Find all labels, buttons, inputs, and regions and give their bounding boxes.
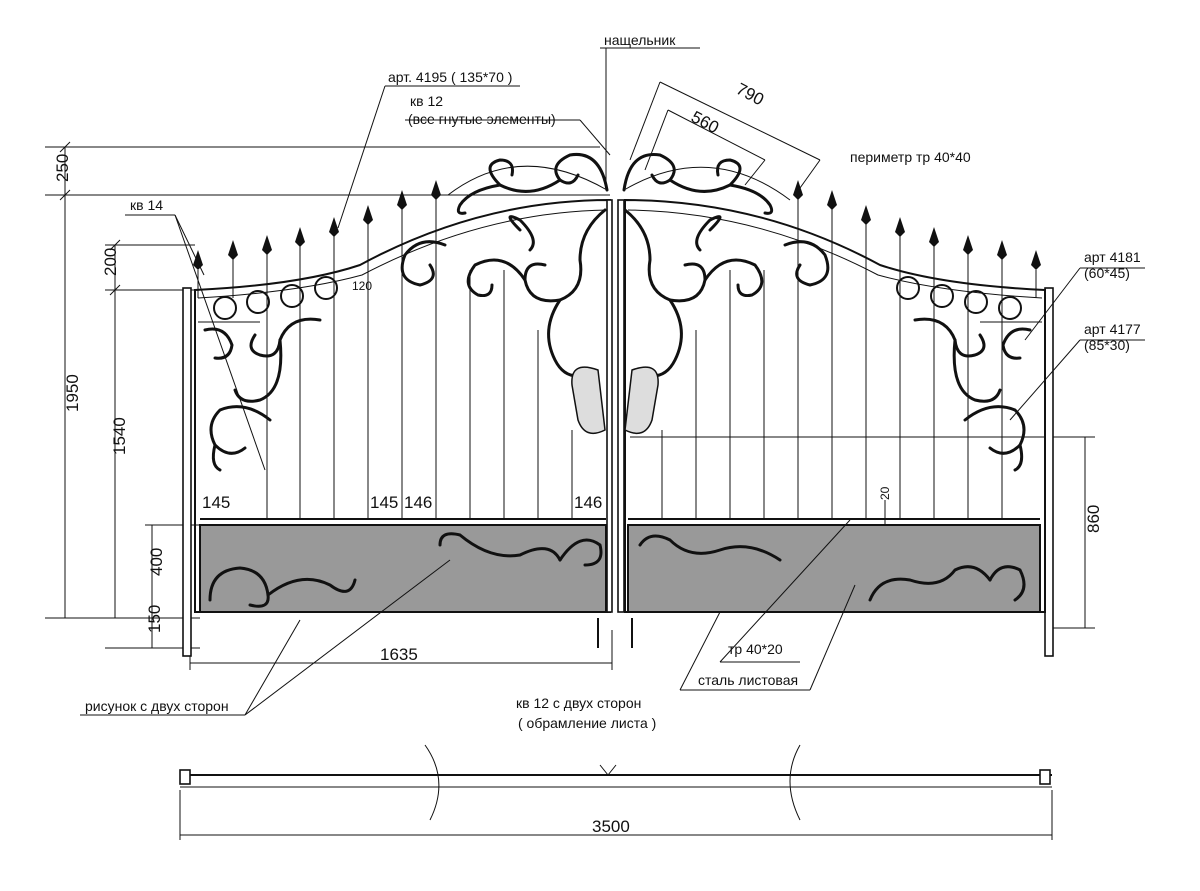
- label-tr4020: тр 40*20: [728, 641, 783, 657]
- dim-145a: 145: [202, 493, 230, 512]
- label-kv14: кв 14: [130, 197, 163, 213]
- dim-560: 560: [688, 107, 722, 137]
- dim-1950: 1950: [63, 374, 82, 412]
- dim-150: 150: [145, 605, 164, 633]
- dim-790: 790: [733, 79, 767, 109]
- dim-146b: 146: [574, 493, 602, 512]
- dim-860: 860: [1084, 505, 1103, 533]
- label-art4177-2: (85*30): [1084, 337, 1130, 353]
- plan-view: [179, 744, 1053, 840]
- dimension-lines: [45, 81, 1095, 670]
- rings: [213, 276, 1022, 320]
- dimension-texts: 790 560 250 200 120 1950 1540 145 145 14…: [53, 79, 1103, 836]
- label-perimeter: периметр тр 40*40: [850, 149, 971, 165]
- label-kv12-1: кв 12: [410, 93, 443, 109]
- dim-400: 400: [147, 548, 166, 576]
- dim-250: 250: [53, 154, 72, 182]
- label-group: нащельник арт. 4195 ( 135*70 ) кв 12 (вс…: [85, 32, 1141, 731]
- label-art4181-1: арт 4181: [1084, 249, 1141, 265]
- sheet-panels: [199, 518, 1041, 613]
- label-art4177-1: арт 4177: [1084, 321, 1141, 337]
- spear-tips: [193, 180, 1041, 270]
- leader-lines: [80, 47, 1145, 716]
- dim-1540: 1540: [110, 417, 129, 455]
- label-ris: рисунок с двух сторон: [85, 698, 229, 714]
- dim-120: 120: [352, 279, 372, 293]
- label-kv12sheet-2: ( обрамление листа ): [518, 715, 656, 731]
- label-kv12sheet-1: кв 12 с двух сторон: [516, 695, 641, 711]
- dim-145b: 145: [370, 493, 398, 512]
- label-stal: сталь листовая: [698, 672, 798, 688]
- dim-200: 200: [101, 248, 120, 276]
- label-art4181-2: (60*45): [1084, 265, 1130, 281]
- scrollwork: [203, 152, 1032, 472]
- dim-146a: 146: [404, 493, 432, 512]
- label-kv12-2: (все гнутые элементы): [408, 111, 556, 127]
- dim-3500: 3500: [592, 817, 630, 836]
- dim-20: 20: [878, 486, 892, 500]
- dim-1635: 1635: [380, 645, 418, 664]
- label-nashchelnik: нащельник: [604, 32, 676, 48]
- gate-frame: [182, 165, 1054, 657]
- label-art4195: арт. 4195 ( 135*70 ): [388, 69, 512, 85]
- pickets: [197, 195, 1037, 520]
- center-shell-ornament: [571, 366, 659, 435]
